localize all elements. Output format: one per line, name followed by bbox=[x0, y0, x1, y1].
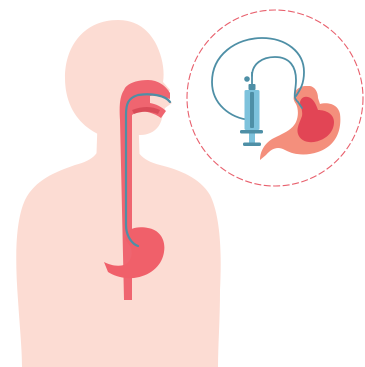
detail-callout bbox=[187, 10, 363, 186]
syringe-flange bbox=[240, 130, 263, 134]
syringe-tip-cap bbox=[244, 76, 250, 82]
syringe-plunger-cap bbox=[243, 143, 261, 147]
torso-shape bbox=[16, 140, 220, 367]
syringe-barrel-stripe bbox=[250, 92, 254, 128]
syringe-plunger bbox=[249, 134, 255, 143]
syringe-nozzle bbox=[249, 84, 256, 90]
callout-circle bbox=[187, 10, 363, 186]
body-silhouette bbox=[16, 20, 220, 367]
head-shape bbox=[65, 20, 172, 135]
